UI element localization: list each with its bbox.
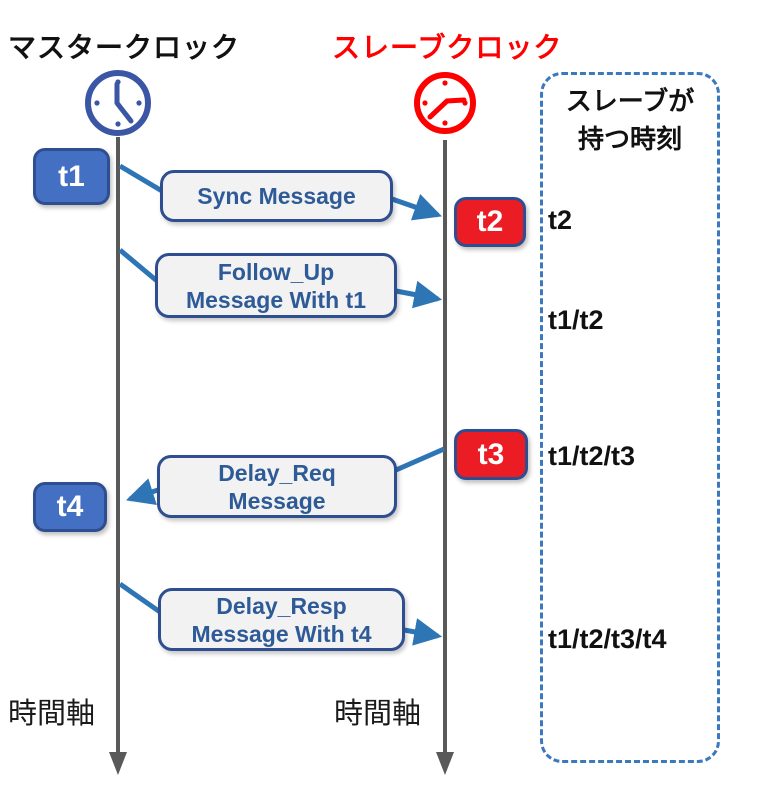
master-timeline-arrowhead xyxy=(109,752,127,775)
delayreq-arrow-to-master xyxy=(126,478,159,506)
slave-times-panel-title: スレーブが 持つ時刻 xyxy=(540,82,720,158)
followup-message-label-line2: Message With t1 xyxy=(185,286,366,313)
master-axis-label: 時間軸 xyxy=(8,698,96,730)
delayresp-connector-from-master xyxy=(118,581,162,615)
sync-message-box: Sync Message xyxy=(160,170,393,222)
timestamp-badge-t4: t4 xyxy=(33,482,107,532)
panel-title-line1: スレーブが xyxy=(565,86,695,116)
slave-times-panel xyxy=(540,72,720,763)
delayreq-message-label-line1: Delay_Req xyxy=(218,459,336,486)
followup-connector-from-master xyxy=(118,248,159,283)
followup-message-label-line1: Follow_Up xyxy=(217,258,335,285)
slave-clock-title: スレーブクロック xyxy=(332,32,563,63)
master-clock-title: マスタークロック xyxy=(8,32,241,63)
panel-value-t2: t2 xyxy=(548,205,573,235)
slave-timeline xyxy=(436,140,454,775)
sync-connector-from-master xyxy=(118,163,164,194)
delayresp-message-label-line1: Delay_Resp xyxy=(216,592,347,619)
master-timeline xyxy=(109,137,127,775)
panel-title-line2: 持つ時刻 xyxy=(577,124,682,154)
followup-message-box: Follow_Up Message With t1 xyxy=(155,253,397,318)
sync-arrow-to-slave xyxy=(391,193,442,221)
delayreq-connector-from-slave xyxy=(394,446,446,473)
slave-clock-icon xyxy=(414,72,476,134)
delayreq-message-label-line2: Message xyxy=(228,487,326,514)
panel-value-t1t2t3t4: t1/t2/t3/t4 xyxy=(548,624,667,654)
slave-timeline-arrowhead xyxy=(436,752,454,775)
master-clock-icon xyxy=(85,70,151,136)
delayresp-arrow-to-slave xyxy=(403,618,443,646)
followup-arrow-to-slave xyxy=(395,280,443,309)
timestamp-badge-t1: t1 xyxy=(33,148,110,205)
panel-value-t1t2t3: t1/t2/t3 xyxy=(548,441,636,471)
panel-value-t1t2: t1/t2 xyxy=(548,305,604,335)
delayresp-message-label-line2: Message With t4 xyxy=(191,620,372,647)
slave-axis-label: 時間軸 xyxy=(334,698,422,730)
timestamp-badge-t2: t2 xyxy=(454,197,526,247)
delayresp-message-box: Delay_Resp Message With t4 xyxy=(158,588,405,651)
sync-message-label: Sync Message xyxy=(197,183,356,209)
delayreq-message-box: Delay_Req Message xyxy=(157,455,397,518)
timestamp-badge-t3: t3 xyxy=(454,429,528,480)
